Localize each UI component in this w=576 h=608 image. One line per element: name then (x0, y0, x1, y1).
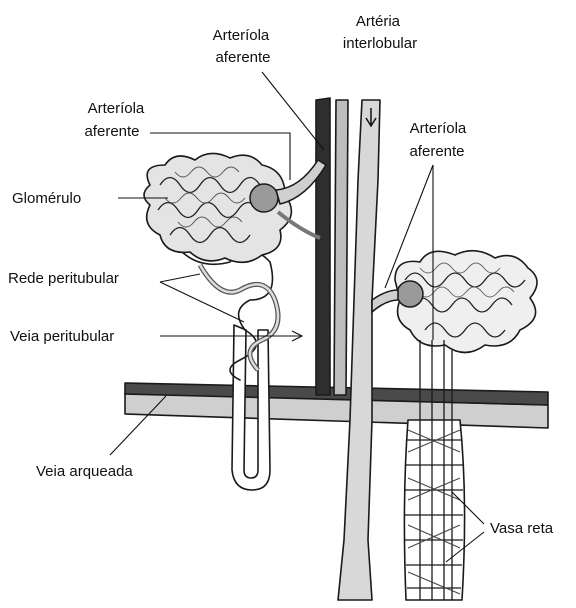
vasa-recta-outline (404, 420, 464, 600)
right-glomerulus (395, 251, 537, 353)
label-vasa-reta: Vasa reta (490, 520, 554, 537)
lead-rede-a (160, 274, 200, 282)
lead-arteriola-top (262, 72, 324, 150)
right-glomerulus-node (397, 281, 423, 307)
label-arteriola-aferente-left: Arteríola aferente (84, 100, 148, 140)
left-glomerulus (144, 153, 291, 262)
right-afferent-arteriole (372, 290, 398, 312)
interlobular-artery-branch (334, 100, 348, 395)
left-glomerulus-node (250, 184, 278, 212)
label-arteria-interlobular: Artéria interlobular (343, 13, 417, 52)
label-veia-arqueada: Veia arqueada (36, 463, 133, 480)
label-glomerulo: Glomérulo (12, 190, 81, 207)
label-arteriola-aferente-top: Arteríola aferente (213, 27, 274, 66)
label-arteriola-aferente-right: Arteríola aferente (409, 120, 470, 160)
label-rede-peritubular: Rede peritubular (8, 270, 119, 287)
left-nephron (180, 250, 278, 490)
vasa-recta-bundle (404, 340, 464, 600)
lead-rede-b (160, 282, 244, 322)
label-veia-peritubular: Veia peritubular (10, 328, 114, 345)
